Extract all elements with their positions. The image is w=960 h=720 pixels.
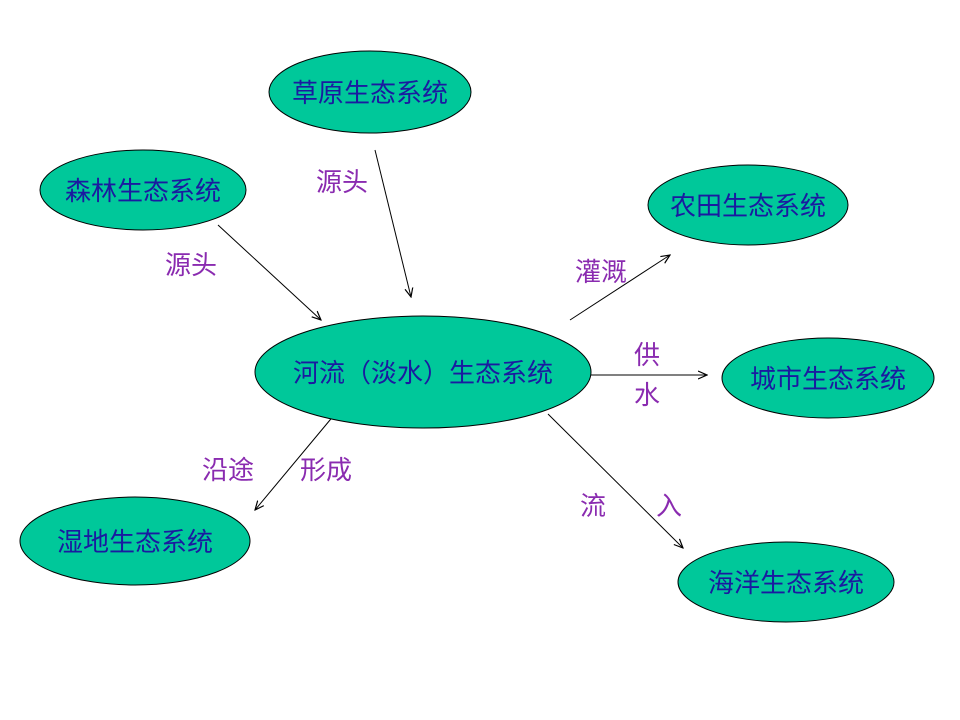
edge-river-to-wetland (255, 413, 336, 510)
node-grassland-label: 草原生态系统 (292, 79, 448, 109)
edge-label-along-way: 沿途 (202, 456, 254, 486)
edge-label-form: 形成 (300, 456, 352, 486)
node-grassland: 草原生态系统 (268, 50, 472, 134)
edge-grassland-to-river (374, 149, 411, 297)
node-city-label: 城市生态系统 (750, 365, 906, 395)
node-river: 河流（淡水）生态系统 (254, 315, 592, 429)
node-ocean-label: 海洋生态系统 (708, 569, 864, 599)
node-ocean: 海洋生态系统 (677, 541, 895, 623)
node-farmland-label: 农田生态系统 (670, 192, 826, 222)
edge-label-grassland-source: 源头 (316, 168, 368, 198)
node-forest: 森林生态系统 (39, 149, 247, 231)
edge-label-supply-2: 水 (634, 381, 660, 411)
node-forest-label: 森林生态系统 (65, 177, 221, 207)
node-city: 城市生态系统 (721, 337, 935, 419)
node-wetland: 湿地生态系统 (19, 496, 251, 586)
edge-label-supply-1: 供 (634, 341, 660, 371)
node-wetland-label: 湿地生态系统 (57, 528, 213, 558)
node-river-label: 河流（淡水）生态系统 (293, 359, 553, 389)
edge-river-to-ocean (547, 413, 683, 548)
edge-label-forest-source: 源头 (165, 251, 217, 281)
edge-label-irrigation: 灌溉 (575, 258, 627, 288)
edge-label-flow: 流 (580, 492, 606, 522)
node-farmland: 农田生态系统 (647, 164, 849, 246)
edge-river-to-farmland (569, 255, 670, 321)
edge-forest-to-river (217, 224, 321, 320)
edge-label-into: 入 (656, 492, 682, 522)
